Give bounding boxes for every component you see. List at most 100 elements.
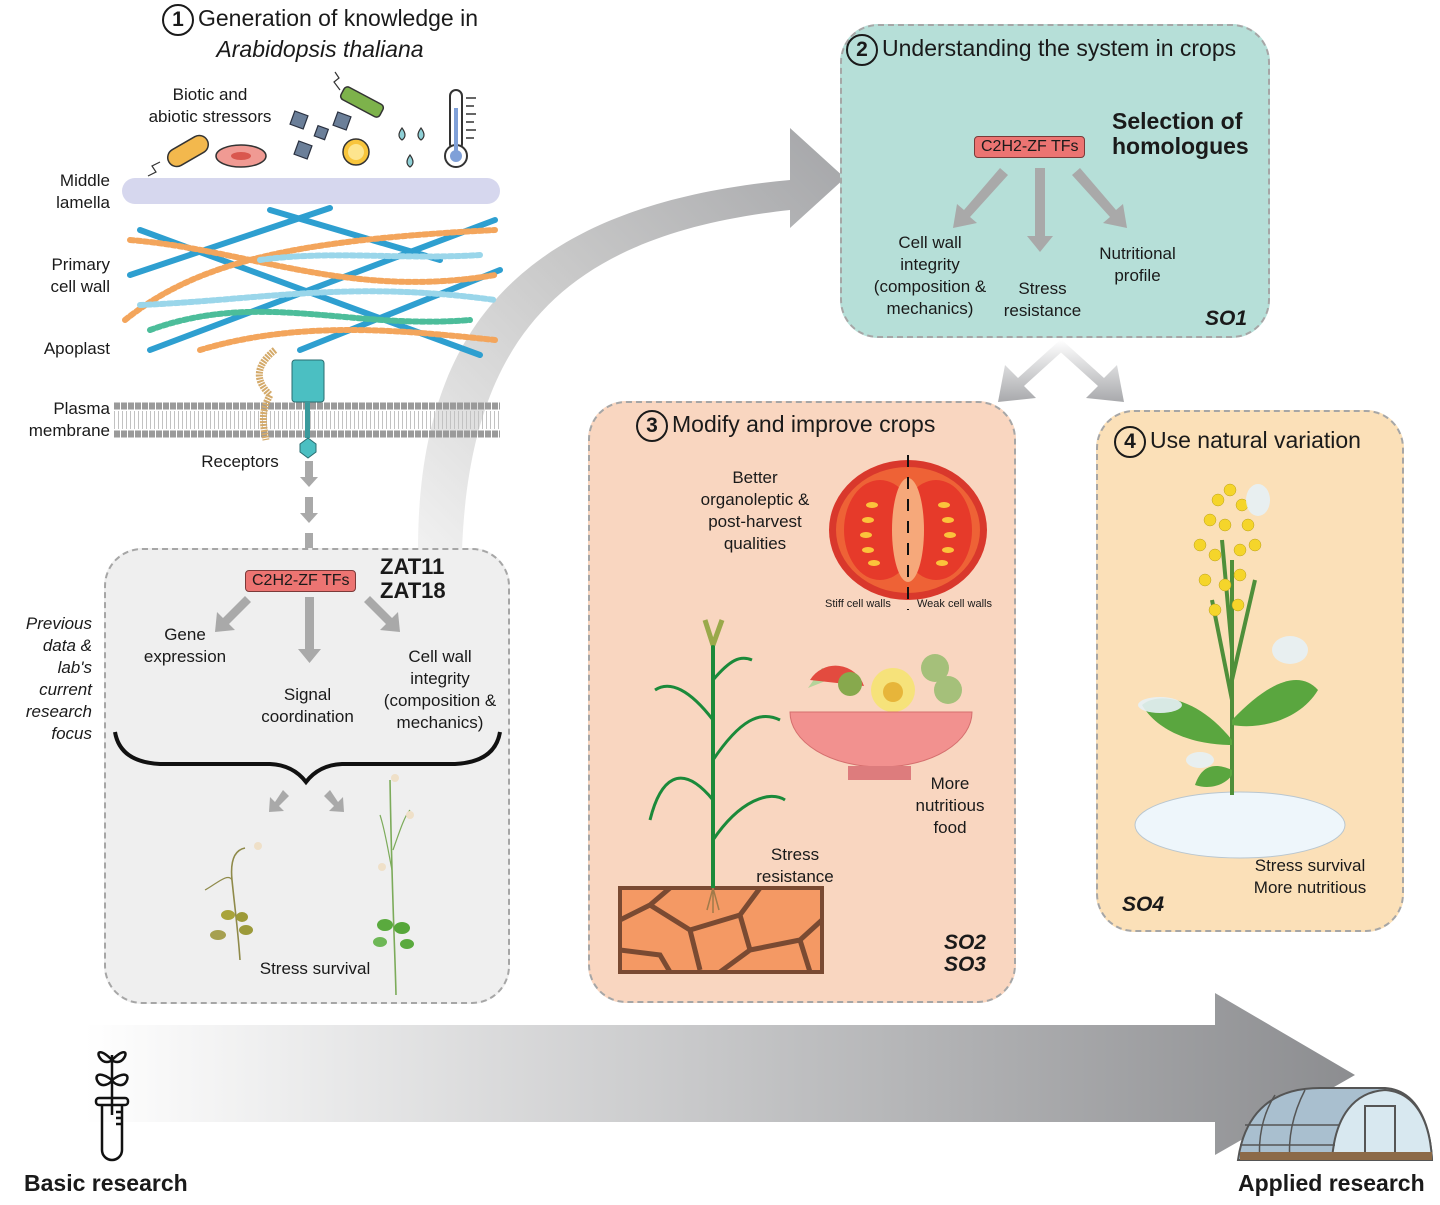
layer-label-apoplast: Apoplast: [10, 338, 110, 360]
side-note-line: lab's: [57, 658, 92, 677]
outcome-line: resistance: [1003, 301, 1082, 320]
step2-number-badge: 2: [846, 34, 878, 66]
outcome-stress-survival: Stress survival: [1254, 856, 1366, 875]
bacterium-oval-icon: [215, 144, 267, 168]
stressors-label-line1: Biotic and: [172, 85, 248, 104]
step2-title-text: Understanding the system in crops: [882, 35, 1237, 62]
cracked-soil-icon: [618, 886, 824, 975]
outcome-line: mechanics): [396, 713, 484, 732]
arabidopsis-plants: [204, 774, 414, 996]
step2-selection-label: Selection of homologues: [1112, 109, 1249, 159]
thermometer-icon: [444, 89, 476, 168]
outcome-line: Gene: [164, 625, 206, 644]
side-note-line: current: [39, 680, 92, 699]
bacterium-rod-icon: [147, 134, 210, 177]
outcome-line: profile: [1114, 266, 1161, 285]
food-line: nutritious: [915, 796, 985, 815]
cell-wall-illustration: [114, 178, 503, 559]
step3-title-text: Modify and improve crops: [672, 411, 936, 438]
stressors-label-line2: abiotic stressors: [148, 107, 272, 126]
stress-line: resistance: [756, 867, 834, 886]
focus-result-stress-survival: Stress survival: [259, 959, 371, 978]
step3-stress-label: Stress resistance: [745, 844, 845, 888]
so2-label: SO2: [943, 931, 986, 954]
step1-number-badge: 1: [161, 4, 194, 36]
snow-mound-icon: [1134, 791, 1346, 859]
step2-outcome-cell-wall: Cell wall integrity (composition & mecha…: [860, 232, 1000, 320]
layer-label-plasma-membrane: Plasma membrane: [10, 398, 110, 442]
layer-label-line1: Apoplast: [43, 339, 110, 358]
focus-gene-list: ZAT11 ZAT18: [380, 555, 446, 603]
food-line: food: [933, 818, 967, 837]
basic-research-label: Basic research: [24, 1170, 188, 1196]
qualities-line: qualities: [723, 534, 787, 553]
applied-research-label: Applied research: [1238, 1170, 1425, 1196]
food-line: More: [930, 774, 970, 793]
maize-plant-icon: [618, 619, 824, 975]
stressors-label: Biotic and abiotic stressors: [135, 84, 285, 128]
layer-label-line1: Plasma: [53, 399, 110, 418]
qualities-line: organoleptic &: [700, 490, 810, 509]
outcome-line: (composition &: [383, 691, 497, 710]
outcome-line: integrity: [410, 669, 470, 688]
focus-branch-arrows: [113, 596, 502, 812]
layer-label-primary-cell-wall: Primary cell wall: [10, 254, 110, 298]
so3-label: SO3: [943, 953, 986, 976]
bacterium-green-icon: [333, 71, 385, 118]
middle-lamella-layer: [122, 178, 500, 204]
pectin-chains: [122, 227, 498, 353]
stressor-icons: [147, 71, 476, 177]
step4-number-badge: 4: [1114, 426, 1146, 458]
stress-line: Stress: [770, 845, 820, 864]
outcome-line: coordination: [261, 707, 354, 726]
outcome-cell-wall-integrity: Cell wall integrity (composition & mecha…: [370, 646, 510, 734]
sun-icon: [342, 138, 370, 166]
outcome-signal-coordination: Signal coordination: [250, 684, 365, 728]
outcome-line: expression: [143, 647, 227, 666]
salad-bowl-icon: [789, 654, 973, 780]
step2-so-label: SO1: [1205, 307, 1248, 330]
step2-outcome-nutrition: Nutritional profile: [1085, 243, 1190, 287]
step4-title-text: Use natural variation: [1150, 427, 1361, 454]
gene-zat11: ZAT11: [380, 554, 445, 579]
focus-side-note: Previous data & lab's current research f…: [0, 613, 92, 745]
step3-food-label: More nutritious food: [905, 773, 995, 839]
qualities-line: post-harvest: [708, 512, 802, 531]
layer-label-line2: membrane: [28, 421, 110, 440]
layer-label-line2: cell wall: [50, 277, 110, 296]
step4-so-label: SO4: [1122, 893, 1165, 916]
step2-branch-arrows: [953, 168, 1127, 252]
side-note-line: focus: [51, 724, 92, 743]
outcome-line: Nutritional: [1099, 244, 1176, 263]
gene-zat18: ZAT18: [380, 578, 446, 603]
water-drop-icons: [398, 126, 425, 168]
outcome-line: Cell wall: [898, 233, 962, 252]
step2-tf-badge: C2H2-ZF TFs: [974, 136, 1086, 158]
stiff-cell-walls-label: Stiff cell walls: [825, 598, 891, 610]
step3-number-badge: 3: [636, 410, 668, 442]
step4-outcomes: Stress survival More nutritious: [1230, 855, 1390, 899]
outcome-line: (composition &: [873, 277, 987, 296]
tomato-cross-section-icon: [829, 455, 987, 610]
outcome-line: Stress: [1018, 279, 1067, 298]
step1-title-line1: Generation of knowledge in: [197, 5, 479, 32]
layer-label-line1: Primary: [51, 255, 110, 274]
step1-title-line2: Arabidopsis thaliana: [216, 36, 424, 62]
layer-label-line2: lamella: [56, 193, 110, 212]
selection-line1: Selection of: [1112, 108, 1243, 134]
weak-cell-walls-label: Weak cell walls: [917, 598, 992, 610]
receptors-label: Receptors: [201, 452, 279, 471]
stressed-plant-icon: [204, 842, 262, 961]
step3-so-label: SO2 SO3: [920, 932, 986, 976]
layer-label-middle-lamella: Middle lamella: [10, 170, 110, 214]
step2-outcome-stress: Stress resistance: [990, 278, 1095, 322]
side-note-line: Previous: [25, 614, 92, 633]
curly-brace: [113, 731, 502, 786]
side-note-line: research: [25, 702, 92, 721]
outcome-more-nutritious: More nutritious: [1253, 878, 1367, 897]
layer-label-line1: Middle: [59, 171, 110, 190]
